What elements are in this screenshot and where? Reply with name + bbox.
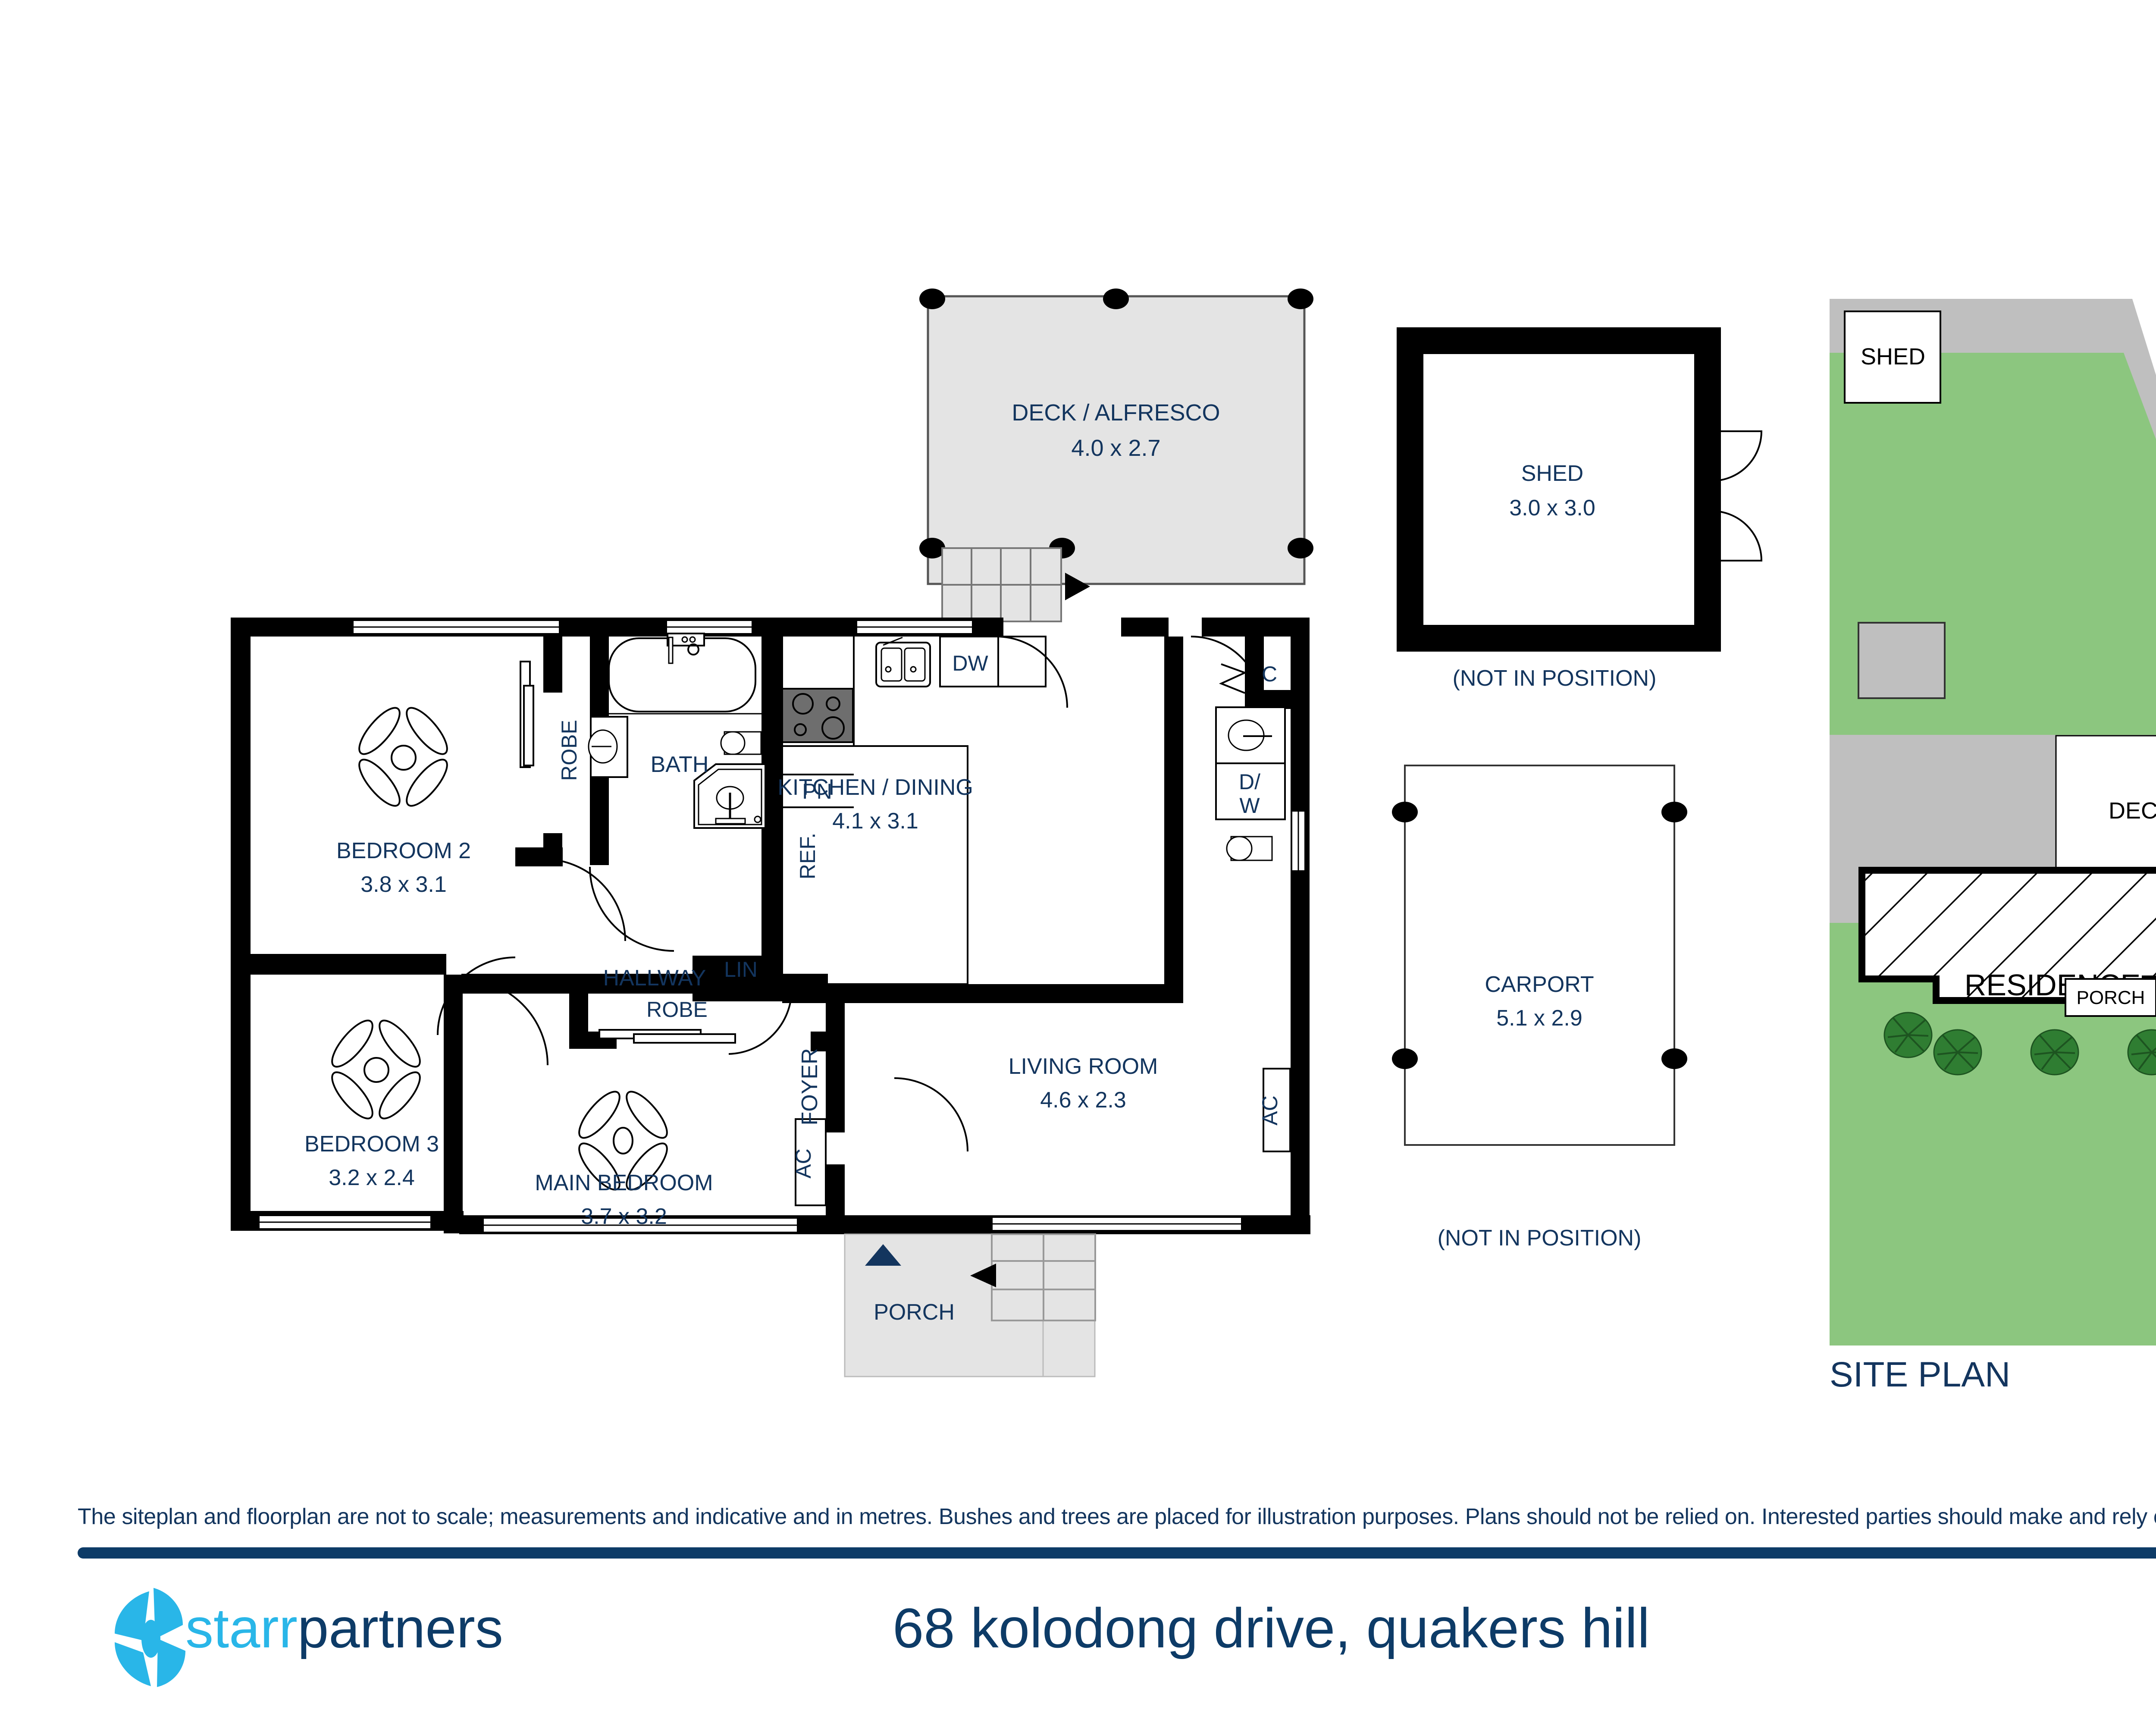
site-label-deck: DECK	[2109, 798, 2156, 824]
outbuilding-dims-shed: 3.0 x 3.0	[1509, 496, 1595, 521]
brand-wordmark: starrpartners	[185, 1596, 503, 1660]
annotation-ac-main: AC	[791, 1148, 815, 1178]
room-label-hallway: HALLWAY	[603, 966, 706, 991]
room-dims-bedroom3: 3.2 x 2.4	[329, 1165, 414, 1190]
room-porch: PORCH	[844, 1233, 1096, 1377]
annotation-closet: C	[1262, 662, 1277, 686]
room-label-bedroom3: BEDROOM 3	[304, 1132, 439, 1157]
outbuilding-note-carport: (NOT IN POSITION)	[1438, 1226, 1642, 1251]
room-label-bedroom2: BEDROOM 2	[336, 838, 471, 863]
tree	[1933, 1029, 1982, 1076]
site-plan-title: SITE PLAN	[1830, 1355, 2010, 1394]
outbuilding-note-shed: (NOT IN POSITION)	[1453, 666, 1657, 691]
annotation-ac-living: AC	[1258, 1095, 1282, 1125]
annotation-pantry: PN	[802, 779, 832, 803]
site-plan: SHED DECK RESIDENCE PORCH SITE PLAN	[1830, 299, 2156, 1394]
annotation-refrigerator: REF.	[796, 833, 820, 879]
annotation-washer: W	[1239, 794, 1260, 818]
brand-wordmark-starr: starr	[185, 1596, 298, 1659]
fixtures	[520, 633, 1291, 1206]
room-dims-living: 4.6 x 2.3	[1040, 1088, 1126, 1113]
disclaimer-text: The siteplan and floorplan are not to sc…	[78, 1504, 2156, 1529]
room-deck-alfresco: DECK / ALFRESCO 4.0 x 2.7	[919, 289, 1313, 622]
room-dims-main-bedroom: 3.7 x 3.2	[581, 1204, 667, 1229]
footer-divider-rule	[78, 1547, 2156, 1559]
floorplan-labels: BEDROOM 2 3.8 x 3.1 BEDROOM 3 3.2 x 2.4 …	[304, 651, 1282, 1229]
starr-partners-logo-icon	[115, 1588, 185, 1687]
room-label-foyer: FOYER	[797, 1048, 822, 1125]
ceiling-fans	[331, 707, 668, 1191]
outbuilding-carport: CARPORT 5.1 x 2.9 (NOT IN POSITION)	[1392, 765, 1687, 1251]
brand-wordmark-partners: partners	[298, 1596, 503, 1659]
outbuilding-label-shed: SHED	[1521, 461, 1583, 486]
windows	[258, 619, 1306, 1233]
annotation-robe-bedroom2: ROBE	[557, 720, 581, 781]
fan-main-bedroom	[578, 1091, 668, 1191]
room-label-bath: BATH	[651, 752, 709, 777]
property-address: 68 kolodong drive, quakers hill	[893, 1596, 1650, 1659]
site-trees	[1883, 1012, 2156, 1076]
room-dims-deck: 4.0 x 2.7	[1071, 435, 1160, 461]
site-label-shed: SHED	[1861, 344, 1925, 370]
room-dims-bedroom2: 3.8 x 3.1	[360, 872, 446, 897]
room-dims-kitchen: 4.1 x 3.1	[832, 809, 918, 834]
room-label-deck: DECK / ALFRESCO	[1012, 400, 1220, 426]
tree	[2127, 1029, 2156, 1076]
outbuilding-label-carport: CARPORT	[1485, 972, 1594, 997]
room-label-porch: PORCH	[874, 1300, 955, 1325]
annotation-dishwasher: DW	[952, 651, 988, 675]
annotation-lin: LIN	[724, 957, 758, 982]
room-label-main-bedroom: MAIN BEDROOM	[535, 1170, 713, 1195]
annotation-dryer: D/	[1239, 770, 1260, 794]
tree	[2030, 1029, 2079, 1076]
annotation-robe-main: ROBE	[646, 997, 708, 1022]
room-label-kitchen: KITCHEN / DINING	[777, 775, 973, 800]
room-label-living: LIVING ROOM	[1009, 1054, 1158, 1079]
outbuilding-dims-carport: 5.1 x 2.9	[1496, 1006, 1582, 1031]
fan-bedroom3	[331, 1019, 421, 1120]
tree	[1883, 1012, 1933, 1058]
door-swings	[437, 636, 1263, 1152]
fan-bedroom2	[358, 707, 448, 807]
outbuilding-shed: SHED 3.0 x 3.0 (NOT IN POSITION)	[1397, 327, 1763, 691]
site-label-porch: PORCH	[2077, 987, 2145, 1008]
